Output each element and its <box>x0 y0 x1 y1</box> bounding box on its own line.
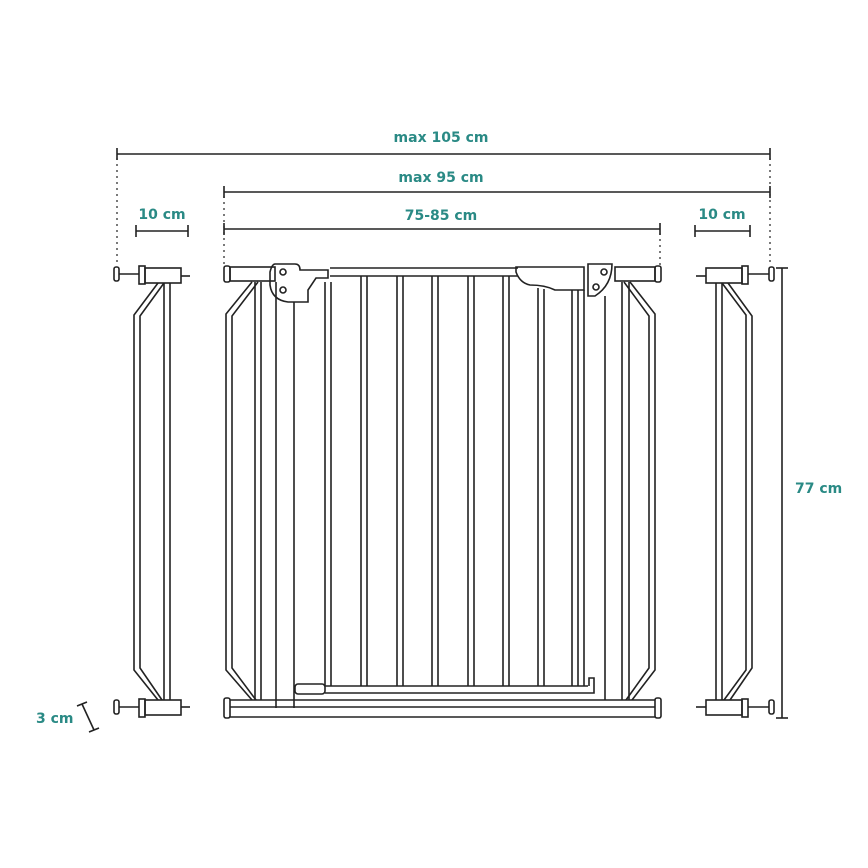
dim-line-3cm <box>76 701 100 733</box>
dim-line-max-95 <box>223 186 771 198</box>
right-extension <box>696 265 775 718</box>
label-right-extension: 10 cm <box>698 207 746 223</box>
label-max-95: max 95 cm <box>398 170 484 186</box>
label-bottom-clearance: 3 cm <box>36 711 74 727</box>
label-max-105: max 105 cm <box>393 130 489 146</box>
dim-line-77cm <box>776 267 788 719</box>
label-height: 77 cm <box>795 481 843 497</box>
dim-line-75-85 <box>223 223 661 235</box>
left-extension <box>113 265 190 718</box>
main-gate <box>223 263 662 719</box>
dim-line-10cm-left <box>135 225 189 237</box>
dim-line-10cm-right <box>694 225 751 237</box>
dotted-guides <box>116 158 771 266</box>
dim-line-max-105 <box>116 148 771 160</box>
label-75-85: 75-85 cm <box>404 208 478 224</box>
label-left-extension: 10 cm <box>138 207 186 223</box>
